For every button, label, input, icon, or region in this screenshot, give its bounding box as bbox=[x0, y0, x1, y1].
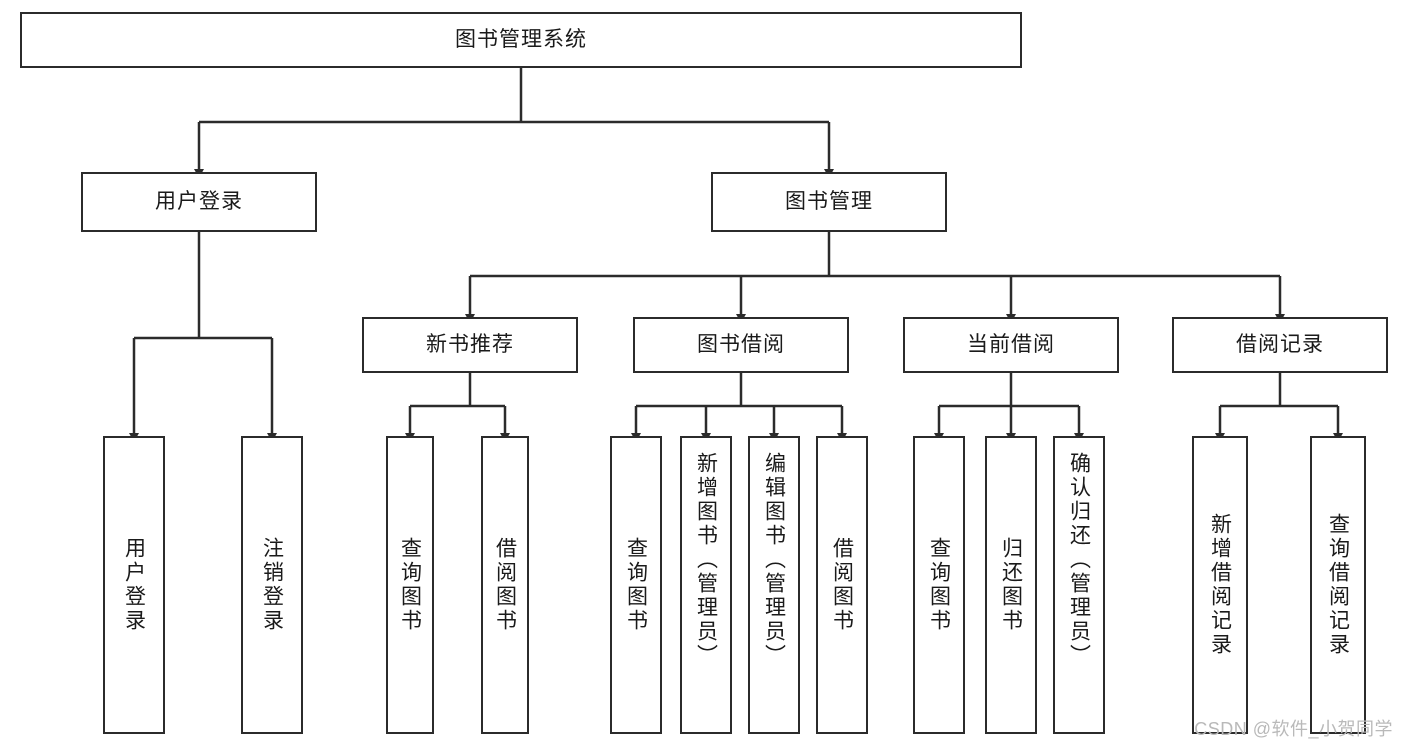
node-label-current: 当前借阅 bbox=[967, 333, 1055, 357]
node-label-newbook: 新书推荐 bbox=[426, 333, 514, 357]
node-newbook[interactable]: 新书推荐 bbox=[362, 317, 578, 373]
node-label-leaf-r-add: 新增借阅记录 bbox=[1208, 513, 1232, 657]
watermark: CSDN @软件_小贺同学 bbox=[1194, 719, 1393, 739]
node-label-leaf-b-add: 新增图书（管理员） bbox=[694, 452, 718, 668]
node-current[interactable]: 当前借阅 bbox=[903, 317, 1119, 373]
node-leaf-c-query[interactable]: 查询图书 bbox=[913, 436, 965, 734]
node-label-login: 用户登录 bbox=[155, 190, 243, 214]
node-label-bookmgmt: 图书管理 bbox=[785, 190, 873, 214]
node-label-records: 借阅记录 bbox=[1236, 333, 1324, 357]
node-leaf-user-logout[interactable]: 注销登录 bbox=[241, 436, 303, 734]
node-leaf-new-query[interactable]: 查询图书 bbox=[386, 436, 434, 734]
node-label-leaf-b-lend: 借阅图书 bbox=[830, 537, 854, 633]
node-leaf-b-add[interactable]: 新增图书（管理员） bbox=[680, 436, 732, 734]
node-login[interactable]: 用户登录 bbox=[81, 172, 317, 232]
node-leaf-b-query[interactable]: 查询图书 bbox=[610, 436, 662, 734]
node-leaf-c-return[interactable]: 归还图书 bbox=[985, 436, 1037, 734]
node-label-leaf-user-logout: 注销登录 bbox=[260, 537, 284, 633]
node-label-leaf-user-login: 用户登录 bbox=[122, 537, 146, 633]
edges bbox=[129, 68, 1343, 442]
node-label-leaf-c-confirm: 确认归还（管理员） bbox=[1067, 452, 1091, 668]
node-leaf-r-add[interactable]: 新增借阅记录 bbox=[1192, 436, 1248, 734]
node-label-leaf-c-return: 归还图书 bbox=[999, 537, 1023, 633]
node-label-leaf-c-query: 查询图书 bbox=[927, 537, 951, 633]
node-label-leaf-new-borrow: 借阅图书 bbox=[493, 537, 517, 633]
node-records[interactable]: 借阅记录 bbox=[1172, 317, 1388, 373]
node-borrow[interactable]: 图书借阅 bbox=[633, 317, 849, 373]
node-root[interactable]: 图书管理系统 bbox=[20, 12, 1022, 68]
node-leaf-new-borrow[interactable]: 借阅图书 bbox=[481, 436, 529, 734]
node-label-leaf-r-query: 查询借阅记录 bbox=[1326, 513, 1350, 657]
node-label-leaf-b-edit: 编辑图书（管理员） bbox=[762, 452, 786, 668]
node-leaf-b-lend[interactable]: 借阅图书 bbox=[816, 436, 868, 734]
node-leaf-c-confirm[interactable]: 确认归还（管理员） bbox=[1053, 436, 1105, 734]
node-label-borrow: 图书借阅 bbox=[697, 333, 785, 357]
node-leaf-user-login[interactable]: 用户登录 bbox=[103, 436, 165, 734]
node-label-leaf-new-query: 查询图书 bbox=[398, 537, 422, 633]
node-label-leaf-b-query: 查询图书 bbox=[624, 537, 648, 633]
node-label-root: 图书管理系统 bbox=[455, 28, 587, 52]
node-leaf-b-edit[interactable]: 编辑图书（管理员） bbox=[748, 436, 800, 734]
node-bookmgmt[interactable]: 图书管理 bbox=[711, 172, 947, 232]
node-leaf-r-query[interactable]: 查询借阅记录 bbox=[1310, 436, 1366, 734]
